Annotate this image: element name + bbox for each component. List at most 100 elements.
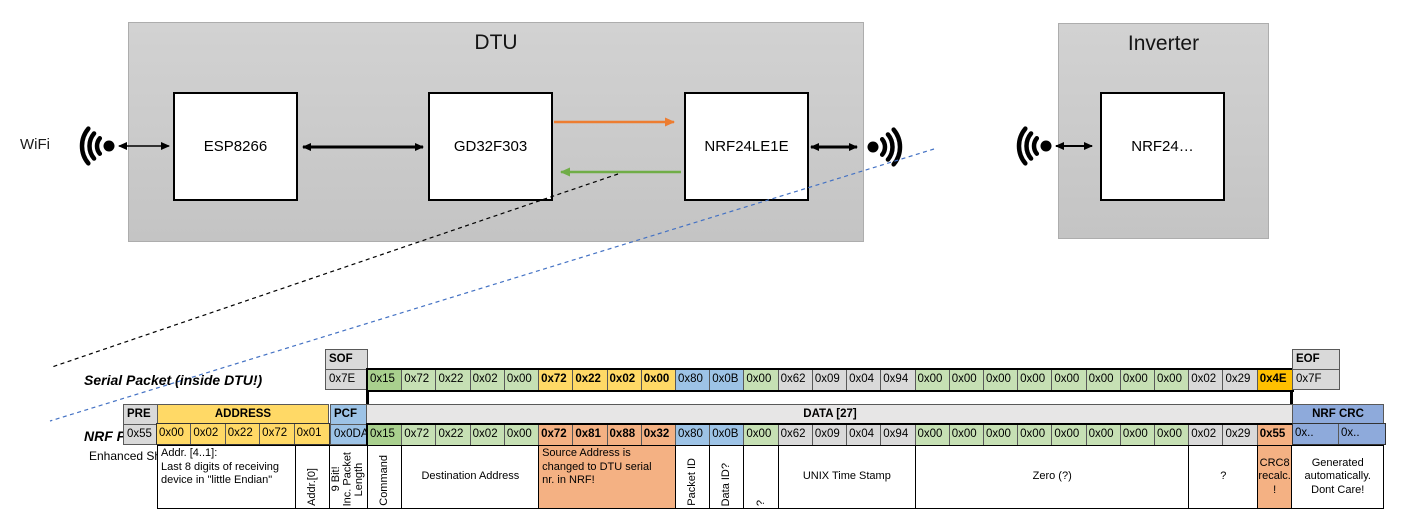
annotation-cell: Packet ID xyxy=(674,445,711,509)
serial-byte: 0x80 xyxy=(675,370,711,390)
serial-byte: 0x00 xyxy=(641,370,676,390)
serial-byte: 0x94 xyxy=(881,370,916,390)
nrf-byte: 0x00 xyxy=(1086,425,1121,445)
nrf-byte: 0x72 xyxy=(402,425,437,445)
serial-packet-label: Serial Packet (inside DTU!) xyxy=(84,372,263,388)
serial-byte: 0x02 xyxy=(607,370,642,390)
address-byte: 0x02 xyxy=(191,424,226,444)
annotation-cell: Destination Address xyxy=(401,445,540,509)
serial-byte: 0x09 xyxy=(812,370,848,390)
nrf-byte: 0x62 xyxy=(778,425,813,445)
nrf-byte: 0x55 xyxy=(1257,425,1292,445)
serial-byte: 0x02 xyxy=(1189,370,1224,390)
serial-byte: 0x72 xyxy=(402,370,437,390)
nrf-byte: 0x72 xyxy=(539,425,574,445)
nrf-byte: 0x00 xyxy=(1120,425,1156,445)
annotation-cell: CRC8 recalc. ! xyxy=(1256,445,1293,509)
serial-byte: 0x00 xyxy=(1018,370,1053,390)
nrf-byte: 0x00 xyxy=(915,425,950,445)
eof-column: EOF 0x7F xyxy=(1292,349,1340,390)
nrf-byte: 0x00 xyxy=(949,425,984,445)
node-nrf24le1e-label: NRF24LE1E xyxy=(704,138,789,155)
serial-byte: 0x04 xyxy=(847,370,882,390)
pcf-value: 0x0DA xyxy=(330,424,368,445)
nrf-byte: 0x29 xyxy=(1223,425,1258,445)
serial-byte: 0x00 xyxy=(949,370,984,390)
serial-byte: 0x0B xyxy=(710,370,745,390)
serial-byte: 0x22 xyxy=(573,370,608,390)
dtu-title: DTU xyxy=(474,31,518,54)
nrf-crc-values: 0x..0x.. xyxy=(1292,423,1386,445)
inverter-title: Inverter xyxy=(1127,32,1200,55)
node-esp8266: ESP8266 xyxy=(173,92,298,201)
address-header: ADDRESS xyxy=(157,404,329,425)
serial-byte: 0x22 xyxy=(436,370,471,390)
node-esp8266-label: ESP8266 xyxy=(203,138,268,155)
nrf-crc-byte: 0x.. xyxy=(1339,424,1385,444)
pre-column: PRE 0x55 xyxy=(123,404,158,445)
eof-value: 0x7F xyxy=(1292,369,1340,390)
wifi-label: WiFi xyxy=(20,136,50,153)
annotation-cell: Generated automatically. Dont Care! xyxy=(1290,445,1385,509)
serial-byte: 0x00 xyxy=(915,370,950,390)
nrf-byte: 0x00 xyxy=(1052,425,1087,445)
annotation-cell: ? xyxy=(1188,445,1259,509)
sof-header: SOF xyxy=(325,349,368,370)
node-gd32f303-label: GD32F303 xyxy=(453,138,528,155)
wifi-icon xyxy=(1016,126,1052,166)
serial-byte: 0x00 xyxy=(1086,370,1121,390)
node-inverter-nrf24: NRF24… xyxy=(1100,92,1225,201)
nrf-byte: 0x15 xyxy=(368,425,403,445)
sof-column: SOF 0x7E xyxy=(325,349,368,390)
serial-byte: 0x00 xyxy=(504,370,540,390)
annotation-cell: Addr. [4..1]: Last 8 digits of receiving… xyxy=(157,445,297,509)
annotation-cell: UNIX Time Stamp xyxy=(777,445,917,509)
serial-byte: 0x00 xyxy=(1120,370,1156,390)
nrf-byte: 0x88 xyxy=(607,425,642,445)
address-byte: 0x22 xyxy=(225,424,261,444)
serial-byte: 0x29 xyxy=(1223,370,1258,390)
nrf-byte: 0x00 xyxy=(1155,425,1190,445)
pre-header: PRE xyxy=(123,404,158,425)
serial-byte: 0x72 xyxy=(539,370,574,390)
serial-byte: 0x15 xyxy=(368,370,403,390)
nrf-byte: 0x80 xyxy=(675,425,711,445)
pcf-header: PCF xyxy=(330,404,368,425)
serial-byte: 0x62 xyxy=(778,370,813,390)
address-byte: 0x01 xyxy=(294,424,329,444)
nrf-byte: 0x00 xyxy=(1018,425,1053,445)
inverter-panel: Inverter xyxy=(1058,23,1269,239)
annotation-row: Addr. [4..1]: Last 8 digits of receiving… xyxy=(157,445,1385,509)
pcf-column: PCF 0x0DA xyxy=(330,404,368,445)
nrf-byte: 0x0B xyxy=(710,425,745,445)
sof-value: 0x7E xyxy=(325,369,368,390)
serial-byte: 0x4E xyxy=(1257,370,1292,390)
node-gd32f303: GD32F303 xyxy=(428,92,553,201)
nrf-byte: 0x04 xyxy=(847,425,882,445)
annotation-cell: Addr.[0] xyxy=(294,445,331,509)
nrf-crc-header: NRF CRC xyxy=(1292,404,1384,425)
serial-byte: 0x02 xyxy=(470,370,505,390)
data-header: DATA [27] xyxy=(366,404,1294,425)
nrf-byte: 0x22 xyxy=(436,425,471,445)
nrf-byte: 0x00 xyxy=(504,425,540,445)
wifi-icon xyxy=(867,127,903,167)
nrf-byte: 0x94 xyxy=(881,425,916,445)
nrf-byte: 0x00 xyxy=(744,425,779,445)
nrf-byte: 0x02 xyxy=(470,425,505,445)
wifi-icon xyxy=(79,126,115,166)
eof-header: EOF xyxy=(1292,349,1340,370)
annotation-cell: Data ID? xyxy=(709,445,745,509)
node-nrf24le1e: NRF24LE1E xyxy=(684,92,809,201)
nrf-byte: 0x00 xyxy=(983,425,1019,445)
nrf-byte: 0x02 xyxy=(1189,425,1224,445)
nrf-byte: 0x32 xyxy=(641,425,676,445)
nrf-byte: 0x09 xyxy=(812,425,848,445)
serial-byte: 0x00 xyxy=(983,370,1019,390)
nrf-byte: 0x81 xyxy=(573,425,608,445)
annotation-cell: 9 Bit! Inc. Packet Length xyxy=(328,445,369,509)
annotation-cell: Command xyxy=(366,445,403,509)
